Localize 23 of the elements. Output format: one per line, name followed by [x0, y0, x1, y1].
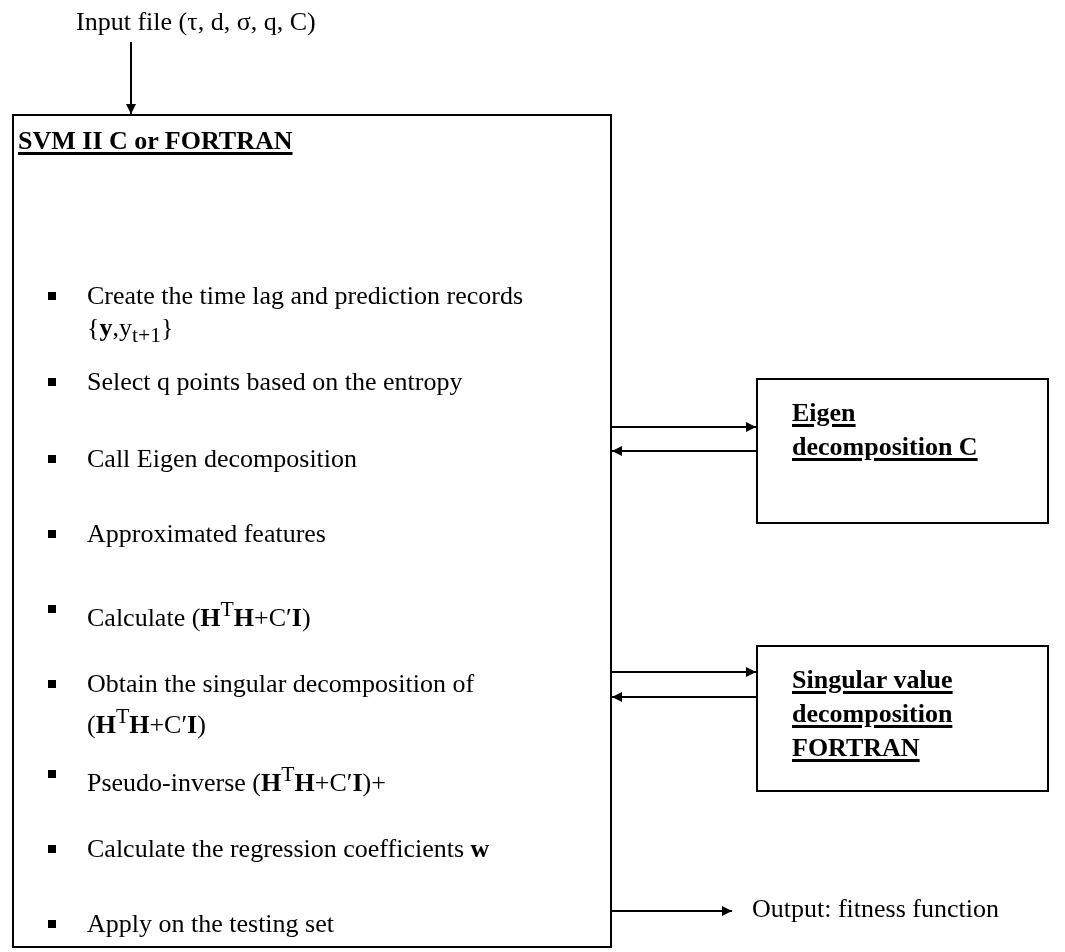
list-item: Calculate (H$^{T}$H+C′I) [87, 596, 312, 634]
arrow [611, 692, 757, 702]
module-box [756, 378, 1049, 524]
list-item: Approximated features [87, 518, 327, 550]
list-item: Pseudo-inverse (H$^{T}$H+C′I)+ [87, 761, 387, 799]
box-heading: SVM II C or FORTRAN [18, 125, 294, 157]
list-item: Select q points based on the entropy [87, 366, 464, 398]
program-box [12, 114, 612, 948]
arrow [611, 422, 757, 432]
module-box [756, 645, 1049, 792]
arrow [611, 667, 757, 677]
list-item: Obtain the singular decomposition of (H$^{T}$H+C′I) [87, 668, 476, 741]
box-heading: Singular value decomposition FORTRAN [792, 664, 954, 764]
list-item: Create the time lag and prediction records {y,y$_{t+1}$} [87, 280, 525, 350]
arrow [126, 41, 136, 115]
text-label: Input file (τ, d, σ, q, C) [76, 6, 386, 42]
text-label: Output: fitness function [732, 893, 1062, 929]
box-heading: Eigen decomposition C [792, 397, 979, 463]
arrow [611, 906, 733, 916]
list-item: Calculate the regression coefficients w [87, 833, 491, 865]
list-item: Apply on the testing set [87, 908, 335, 940]
arrow [611, 446, 757, 456]
list-item: Call Eigen decomposition [87, 443, 359, 475]
